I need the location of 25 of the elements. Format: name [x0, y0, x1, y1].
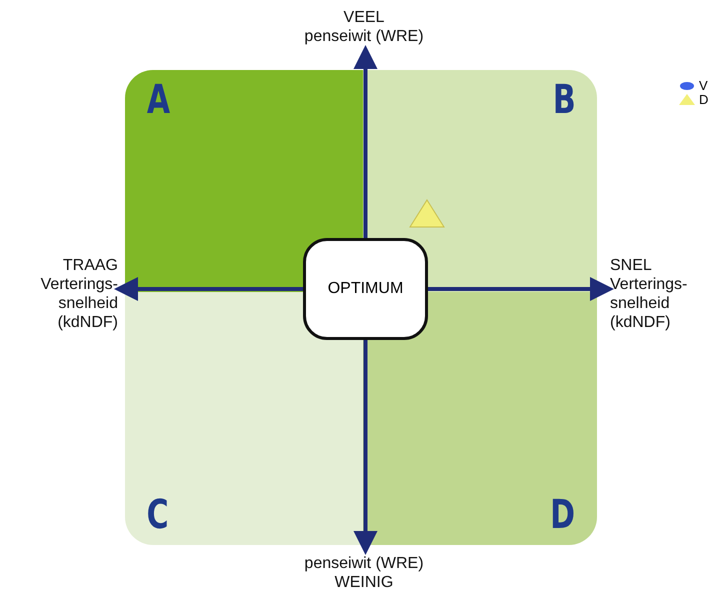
axis-label: penseiwit (WRE) [304, 554, 424, 573]
axis-label: (kdNDF) [58, 313, 118, 332]
legend-label: D [699, 92, 708, 107]
arrow [354, 340, 378, 555]
axis-label: SNEL [610, 256, 652, 275]
quadrant-letter: C [146, 495, 169, 535]
axis-label: (kdNDF) [610, 313, 670, 332]
quadrant-panel [363, 292, 597, 545]
optimum-box: OPTIMUM [303, 238, 428, 340]
legend-label: V [699, 78, 708, 93]
quadrant-letter: A [146, 80, 170, 120]
axis-label: penseiwit (WRE) [304, 27, 424, 46]
axis-label: Verterings- [40, 275, 118, 294]
quadrant-letter: B [552, 80, 576, 120]
axis-label: snelheid [58, 294, 118, 313]
arrow [428, 277, 614, 301]
arrow [114, 277, 303, 301]
quadrant-panel [125, 292, 363, 545]
axis-label: snelheid [610, 294, 670, 313]
axis-label: TRAAG [62, 256, 118, 275]
quadrant-letter: D [550, 495, 575, 535]
arrow [354, 45, 378, 238]
axis-label: WEINIG [334, 573, 394, 592]
axis-label: Verterings- [610, 275, 688, 294]
axis-label: VEEL [344, 8, 384, 27]
